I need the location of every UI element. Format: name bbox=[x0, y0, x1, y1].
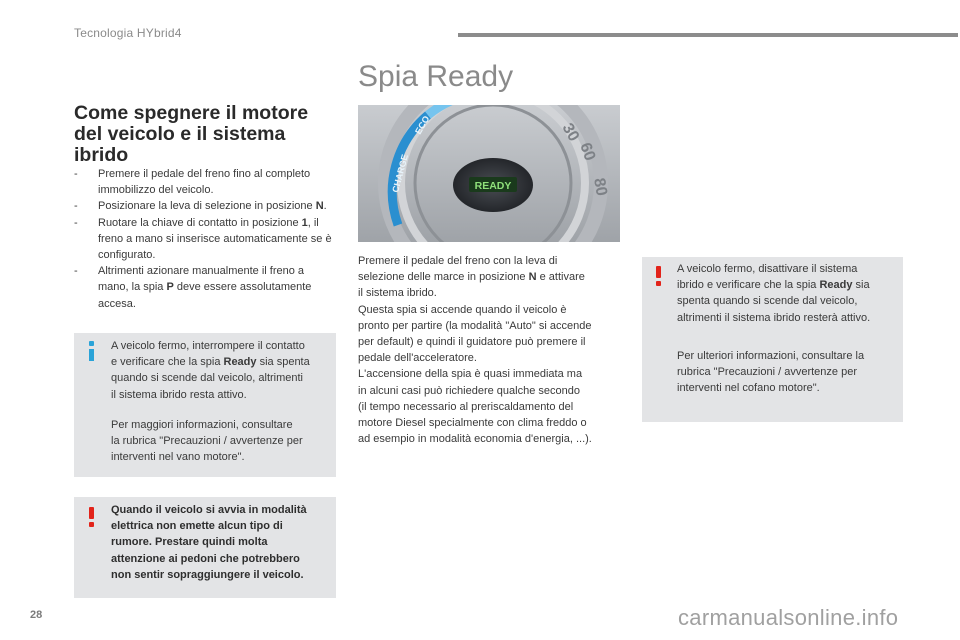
text-line: attenzione ai pedoni che potrebbero bbox=[111, 552, 300, 565]
svg-text:80: 80 bbox=[590, 177, 610, 198]
text-line: A veicolo fermo, interrompere il contatt… bbox=[111, 340, 305, 352]
steps-list: - Premere il pedale del freno fino al co… bbox=[74, 166, 336, 312]
text-line: Questa spia si accende quando il veicolo… bbox=[358, 303, 567, 316]
dial-numerals: 60 80 30 bbox=[559, 121, 610, 198]
warning-text: Quando il veicolo si avvia in modalità e… bbox=[111, 502, 333, 583]
info-icon bbox=[89, 341, 95, 361]
text-line: ad esempio in modalità economia d'energi… bbox=[358, 433, 592, 446]
svg-text:30: 30 bbox=[559, 121, 583, 145]
step-text: Posizionare la leva di selezione in posi… bbox=[98, 200, 316, 213]
text-line: elettrica non emette alcun tipo di bbox=[111, 520, 283, 533]
text-span: ibrido e verificare che la spia bbox=[677, 279, 820, 292]
text-line: il sistema ibrido. bbox=[358, 287, 437, 300]
step-text: . bbox=[323, 200, 327, 213]
text-span: e attivare bbox=[536, 271, 585, 284]
text-emphasis: Ready bbox=[223, 356, 257, 369]
text-line: Per maggiori informazioni, consultare bbox=[111, 418, 293, 431]
text-line: selezione delle marce in posizione N e a… bbox=[358, 269, 620, 285]
step-text: Altrimenti azionare manualmente il freno… bbox=[98, 265, 305, 294]
text-line: rumore. Prestare quindi molta bbox=[111, 536, 268, 549]
warning-box: Quando il veicolo si avvia in modalità e… bbox=[74, 497, 336, 598]
text-line: interventi nel cofano motore". bbox=[677, 382, 820, 395]
text-line: spenta quando si scende dal veicolo, bbox=[677, 295, 858, 308]
text-line: motore Diesel specialmente con clima fre… bbox=[358, 417, 587, 430]
warning-icon bbox=[89, 507, 95, 527]
svg-text:60: 60 bbox=[576, 141, 598, 164]
text-line: la rubrica "Precauzioni / avvertenze per bbox=[111, 435, 303, 448]
page-number: 28 bbox=[30, 609, 43, 621]
charge-gauge-arc bbox=[387, 111, 431, 227]
text-span: sia spenta bbox=[256, 356, 310, 369]
text-line: pedale dell'acceleratore. bbox=[358, 352, 477, 365]
watermark-link[interactable]: carmanualsonline.info bbox=[678, 605, 899, 630]
text-line: quando si scende dal veicolo, altrimenti bbox=[111, 372, 304, 385]
warning-icon bbox=[656, 266, 662, 286]
step-emphasis: 1 bbox=[301, 216, 308, 229]
list-item: - Ruotare la chiave di contatto in posiz… bbox=[74, 215, 336, 264]
text-span: sia bbox=[852, 279, 870, 292]
text-line: interventi nel vano motore". bbox=[111, 451, 245, 464]
list-item: - Premere il pedale del freno fino al co… bbox=[74, 166, 336, 198]
step-text: , il freno a mano si inserisce automatic… bbox=[98, 216, 332, 262]
info-box: A veicolo fermo, interrompere il contatt… bbox=[74, 333, 336, 477]
text-line: L'accensione della spia è quasi immediat… bbox=[358, 368, 583, 381]
header-rule bbox=[458, 33, 958, 37]
running-header: Tecnologia HYbrid4 bbox=[74, 26, 182, 40]
text-line: e verificare che la spia Ready sia spent… bbox=[111, 354, 333, 370]
list-dash: - bbox=[74, 265, 78, 278]
text-line: (il tempo necessario al preriscaldamento… bbox=[358, 400, 574, 413]
step-text: Ruotare la chiave di contatto in posizio… bbox=[98, 216, 302, 229]
list-dash: - bbox=[74, 168, 78, 180]
text-line: A veicolo fermo, disattivare il sistema bbox=[677, 263, 858, 275]
section-title: Come spegnere il motore del veicolo e il… bbox=[74, 102, 309, 166]
text-emphasis: Ready bbox=[819, 279, 853, 292]
text-line: in alcuni casi può richiedere qualche se… bbox=[358, 384, 580, 397]
ready-description: Premere il pedale del freno con la leva … bbox=[358, 253, 620, 447]
text-line: Per ulteriori informazioni, consultare l… bbox=[677, 349, 865, 362]
info-text: A veicolo fermo, interrompere il contatt… bbox=[111, 338, 333, 465]
ready-label: READY bbox=[475, 180, 512, 192]
list-item: - Altrimenti azionare manualmente il fre… bbox=[74, 263, 336, 312]
text-span: selezione delle marce in posizione bbox=[358, 271, 529, 284]
text-line: rubrica "Precauzioni / avvertenze per bbox=[677, 366, 857, 379]
step-emphasis: P bbox=[166, 281, 174, 294]
text-line: ibrido e verificare che la spia Ready si… bbox=[677, 277, 901, 293]
text-line: il sistema ibrido resta attivo. bbox=[111, 388, 247, 401]
warning-box-right: A veicolo fermo, disattivare il sistema … bbox=[642, 257, 903, 422]
text-line: per default) e quindi il guidatore può p… bbox=[358, 336, 586, 349]
text-line: pronto per partire (la modalità "Auto" s… bbox=[358, 319, 592, 332]
list-item: - Posizionare la leva di selezione in po… bbox=[74, 198, 336, 214]
text-line: non sentir sopraggiungere il veicolo. bbox=[111, 568, 304, 581]
dial-arcs bbox=[378, 105, 608, 242]
text-line: altrimenti il sistema ibrido resterà att… bbox=[677, 311, 871, 324]
text-line: Premere il pedale del freno con la leva … bbox=[358, 255, 558, 267]
step-emphasis: N bbox=[315, 200, 324, 213]
text-emphasis: N bbox=[528, 271, 537, 284]
warning-text: A veicolo fermo, disattivare il sistema … bbox=[677, 261, 901, 396]
page-title: Spia Ready bbox=[358, 60, 514, 93]
text-span: e verificare che la spia bbox=[111, 356, 224, 369]
ready-lamp bbox=[469, 177, 517, 192]
ready-indicator-image: CHARGE ECO 60 80 30 READY bbox=[358, 105, 620, 242]
step-text: Premere il pedale del freno fino al comp… bbox=[98, 168, 311, 197]
list-dash: - bbox=[74, 200, 78, 213]
text-line: Quando il veicolo si avvia in modalità bbox=[111, 504, 307, 516]
step-text: deve essere assolutamente accesa. bbox=[98, 281, 312, 310]
list-dash: - bbox=[74, 216, 78, 229]
eco-gauge-arc bbox=[425, 105, 453, 119]
